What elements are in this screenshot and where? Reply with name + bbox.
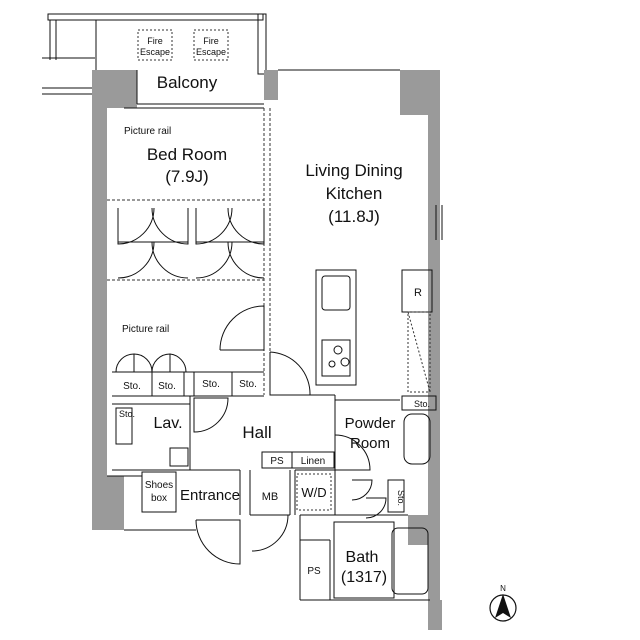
mb-label: MB	[262, 491, 279, 503]
fire-escape-2-line-1: Fire	[203, 36, 219, 46]
lav-label: Lav.	[153, 415, 182, 432]
powder-room-label-line-1: Powder	[345, 415, 396, 432]
north-compass-icon: N	[489, 584, 517, 622]
walls	[92, 70, 442, 630]
partitions	[107, 29, 437, 600]
powder-room-label-line-2: Room	[350, 435, 390, 452]
sto-6-label: Sto.	[414, 399, 430, 409]
ldk-label-line-1: Living Dining	[305, 161, 402, 180]
bath-size: (1317)	[341, 569, 387, 586]
labels: Fire Escape Fire Escape Balcony Picture …	[119, 36, 430, 586]
bedroom-label: Bed Room	[147, 145, 227, 164]
compass-north-label: N	[500, 584, 506, 593]
sto-3-label: Sto.	[202, 379, 220, 390]
fire-escape-1-line-1: Fire	[147, 36, 163, 46]
ps-1-label: PS	[270, 456, 284, 467]
balcony-rail	[42, 13, 267, 95]
sto-4-label: Sto.	[239, 379, 257, 390]
entrance-label: Entrance	[180, 487, 240, 504]
picture-rail-top-label: Picture rail	[124, 126, 171, 137]
fire-escape-2-line-2: Escape	[196, 47, 226, 57]
ldk-size: (11.8J)	[328, 207, 380, 226]
wd-label: W/D	[301, 485, 326, 500]
ldk-label-line-2: Kitchen	[326, 184, 383, 203]
shoes-box-line-1: Shoes	[145, 480, 173, 491]
bath-label: Bath	[346, 549, 379, 566]
shoes-box-line-2: box	[151, 493, 167, 504]
sto-1-label: Sto.	[123, 381, 141, 392]
sto-7-label: Sto.	[396, 490, 406, 506]
hall-label: Hall	[242, 423, 271, 442]
doors	[115, 207, 387, 565]
ps-2-label: PS	[307, 566, 321, 577]
linen-label: Linen	[301, 456, 325, 467]
balcony-label: Balcony	[157, 73, 218, 92]
picture-rail-bottom-label: Picture rail	[122, 324, 169, 335]
refrigerator-label: R	[414, 287, 422, 299]
bedroom-size: (7.9J)	[165, 167, 208, 186]
sto-2-label: Sto.	[158, 381, 176, 392]
sto-5-label: Sto.	[119, 409, 135, 419]
fire-escape-1-line-2: Escape	[140, 47, 170, 57]
